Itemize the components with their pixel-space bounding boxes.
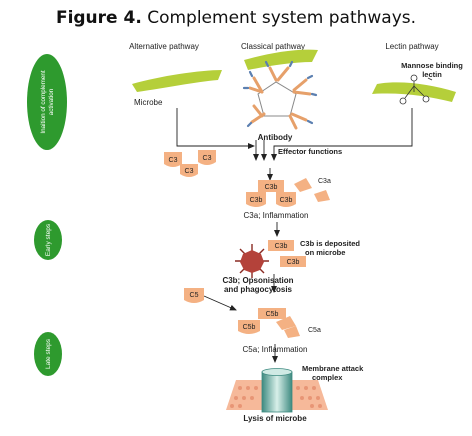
opsonisation-line1: C3b; Opsonisation <box>222 276 293 285</box>
c3-label-3: C3 <box>203 155 212 162</box>
late-steps-label: Late steps <box>45 338 52 369</box>
c3a-inflammation-label: C3a; Inflammation <box>244 211 309 220</box>
microbe-shape-classical <box>244 49 318 70</box>
mac-label-line1: Membrane attack <box>302 364 364 373</box>
figure-title: Figure 4. Complement system pathways. <box>0 8 472 28</box>
opsonisation-line2: and phagocytosis <box>224 285 293 294</box>
c3-label-2: C3 <box>185 168 194 175</box>
early-steps-label: Early steps <box>45 223 52 256</box>
c3-label-1: C3 <box>169 157 178 164</box>
c3-fragments: C3 C3 C3 <box>164 150 216 177</box>
mannose-label-line2: lectin <box>422 70 442 79</box>
c3b-label-left: C3b <box>250 197 263 204</box>
c5b-label-2: C5b <box>243 324 256 331</box>
initiation-label-line1: Inaition of complement <box>40 70 47 134</box>
mannose-label-line1: Mannose binding <box>401 61 463 70</box>
figure-caption: Complement system pathways. <box>147 8 417 28</box>
c3b-label-right: C3b <box>280 197 293 204</box>
c3-cleavage-products: C3b C3b C3b C3a <box>246 178 331 207</box>
initiation-stage-oval: Inaition of complement activation <box>27 54 67 150</box>
effector-functions-label: Effector functions <box>278 147 342 156</box>
lectin-pathway-label: Lectin pathway <box>385 42 438 51</box>
c3b-label-top: C3b <box>265 184 278 191</box>
mac-label-line2: complex <box>312 373 343 382</box>
c5-cleavage-products: C5b C5b C5a <box>238 308 321 338</box>
c5a-inflammation-label: C5a; Inflammation <box>243 345 308 354</box>
c3b-deposit-label-2: C3b <box>287 259 300 266</box>
c5-fragment: C5 <box>184 288 204 303</box>
c5-label: C5 <box>190 292 199 299</box>
antibody-label: Antibody <box>258 133 293 142</box>
microbe-shape-alternative <box>132 70 222 92</box>
late-steps-oval: Late steps <box>34 332 62 376</box>
mannose-binding-lectin-icon <box>399 74 433 105</box>
classical-pathway-label: Classical pathway <box>241 42 305 51</box>
pathway-connector-arrows <box>176 108 413 363</box>
c3a-label: C3a <box>318 178 331 185</box>
early-steps-oval: Early steps <box>34 220 62 260</box>
membrane-attack-complex-icon <box>226 368 328 413</box>
microbe-label: Microbe <box>134 98 163 107</box>
c3b-deposit-label-1: C3b <box>275 243 288 250</box>
c5b-label-1: C5b <box>266 311 279 318</box>
c3b-deposited-line2: on microbe <box>305 248 345 257</box>
initiation-label-line2: activation <box>48 88 55 115</box>
alternative-pathway-label: Alternative pathway <box>129 42 199 51</box>
antibody-complex-icon <box>242 60 318 130</box>
figure-label: Figure 4. <box>55 8 142 28</box>
lysis-label: Lysis of microbe <box>243 414 307 423</box>
c5a-label: C5a <box>308 327 321 334</box>
c3b-deposited-line1: C3b is deposited <box>300 239 360 248</box>
microbe-shape-lectin <box>372 82 456 102</box>
c3b-deposited-microbe-icon: C3b C3b <box>235 240 306 278</box>
